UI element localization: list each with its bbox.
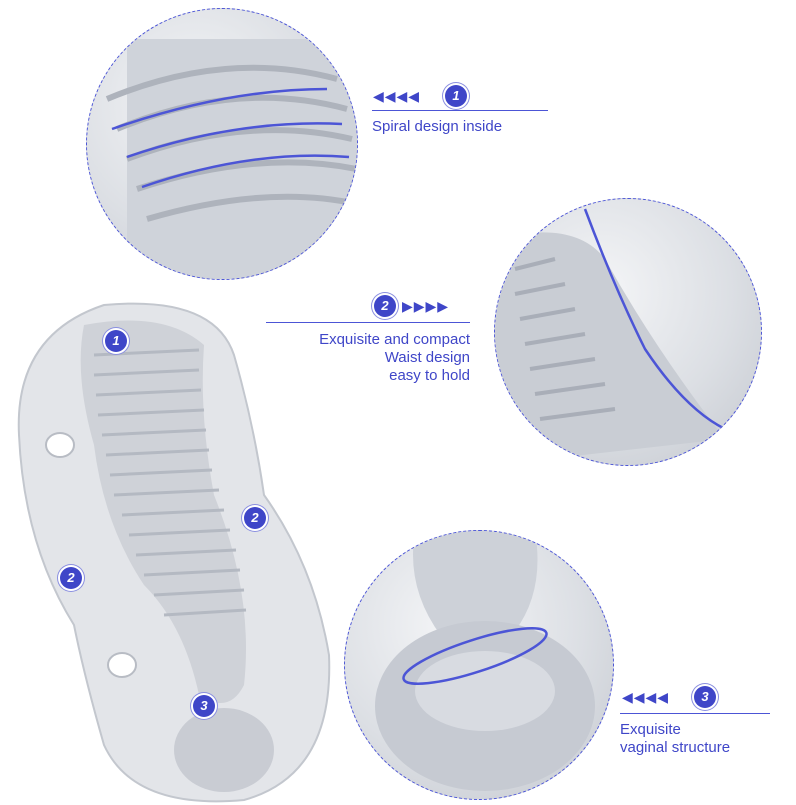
callout-3-line-1: Exquisite (620, 721, 681, 738)
zoom-circle-structure (344, 530, 614, 800)
product-marker-2-right: 2 (244, 507, 266, 529)
callout-2-line-2: Waist design (384, 349, 470, 366)
callout-3-badge: 3 (694, 686, 716, 708)
callout-2-text: Exquisite and compact Waist design easy … (250, 331, 470, 385)
structure-detail-illustration (375, 531, 595, 791)
zoom-circle-waist (494, 198, 762, 466)
product-marker-3: 3 (193, 695, 215, 717)
callout-1-rule (372, 110, 548, 111)
callout-2-line-3: easy to hold (389, 367, 470, 384)
zoom-circle-spiral (86, 8, 358, 280)
callout-2-arrows: ▶▶▶▶ (402, 298, 450, 314)
callout-3-arrows: ◀◀◀◀ (622, 689, 670, 705)
callout-1-arrows: ◀◀◀◀ (373, 88, 421, 104)
waist-detail-illustration (495, 208, 726, 465)
callout-3-line-2: vaginal structure (620, 739, 731, 756)
callout-3-rule (620, 713, 770, 714)
spiral-detail-illustration (105, 39, 357, 279)
product-marker-1: 1 (105, 330, 127, 352)
callout-2-badge: 2 (374, 295, 396, 317)
product-marker-2-left: 2 (60, 567, 82, 589)
callout-1-badge: 1 (445, 85, 467, 107)
callout-2-line-1: Exquisite and compact (319, 331, 470, 348)
callout-3-text: Exquisite vaginal structure (620, 721, 730, 757)
callout-1-text: Spiral design inside (372, 118, 503, 135)
callout-2-rule (266, 322, 470, 323)
product-illustration (17, 302, 331, 803)
